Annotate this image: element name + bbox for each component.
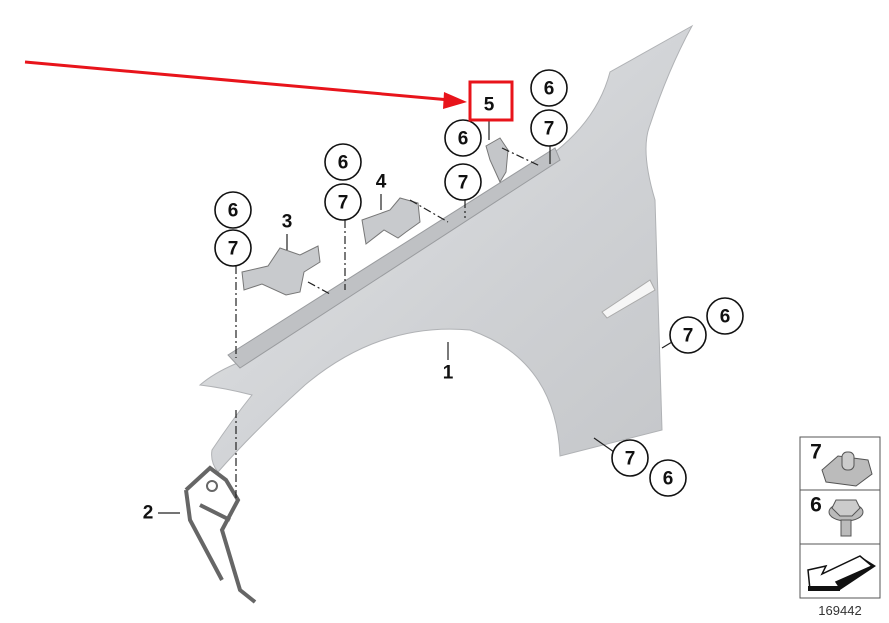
callout-6[interactable]: 6 [649,459,687,497]
callout-number: 6 [338,153,349,174]
callout-circle [706,297,744,335]
bracket-part-5[interactable] [485,137,509,184]
callout-6[interactable]: 6 [324,143,362,181]
bracket-part-3[interactable] [241,245,321,296]
part-label-3[interactable]: 3 [282,212,293,233]
callout-number: 6 [458,129,469,150]
callout-7[interactable]: 7 [530,109,568,147]
callout-number: 6 [544,79,555,100]
callout-circle [324,183,362,221]
callout-number: 7 [544,119,555,140]
highlight-box [468,80,514,122]
callout-7[interactable]: 7 [324,183,362,221]
callout-number: 7 [458,173,469,194]
callout-number: 6 [663,469,674,490]
callout-circle [669,316,707,354]
clip-nut-icon [821,451,873,487]
callout-7[interactable]: 7 [611,439,649,477]
callout-number: 7 [683,326,694,347]
catalog-number: 169442 [818,603,861,618]
callout-number: 7 [625,449,636,470]
fender-vent [601,279,656,319]
callout-7[interactable]: 7 [444,163,482,201]
arrow-left-down-icon [807,555,876,591]
callout-number: 6 [228,201,239,222]
bracket-part-4[interactable] [361,197,421,245]
callout-circle [444,163,482,201]
legend-label-6: 6 [810,494,822,517]
callout-6[interactable]: 6 [706,297,744,335]
fender-flange [227,147,561,369]
part-label-4[interactable]: 4 [376,172,387,193]
callout-7[interactable]: 7 [669,316,707,354]
callout-circle [214,191,252,229]
callout-6[interactable]: 6 [214,191,252,229]
pointer-arrow-shaft [24,60,451,102]
callout-number: 7 [338,193,349,214]
callout-circle [649,459,687,497]
callout-circle [324,143,362,181]
pointer-arrow-head [443,92,467,109]
part-label-2[interactable]: 2 [143,503,154,524]
part-label-5[interactable]: 5 [484,95,495,116]
callout-circle [444,119,482,157]
part-label-group: 1 2 3 4 5 [143,95,495,524]
part-label-1[interactable]: 1 [443,363,454,384]
callout-circle [530,69,568,107]
callout-number: 6 [720,307,731,328]
callout-6[interactable]: 6 [530,69,568,107]
callout-circle [611,439,649,477]
bracket-part-2[interactable] [184,465,257,604]
callout-number: 7 [228,239,239,260]
fastener-legend: 7 6 [799,436,881,599]
callout-circle [214,229,252,267]
callout-circle [530,109,568,147]
bracket-hole [206,480,218,492]
legend-label-7: 7 [810,441,822,464]
leader-lines [158,120,673,514]
callout-6[interactable]: 6 [444,119,482,157]
callout-7[interactable]: 7 [214,229,252,267]
hex-bolt-icon [828,499,864,537]
callout-group: 6 7 6 7 6 7 6 7 7 6 7 6 [214,69,744,497]
fender-part-1[interactable] [198,24,694,473]
